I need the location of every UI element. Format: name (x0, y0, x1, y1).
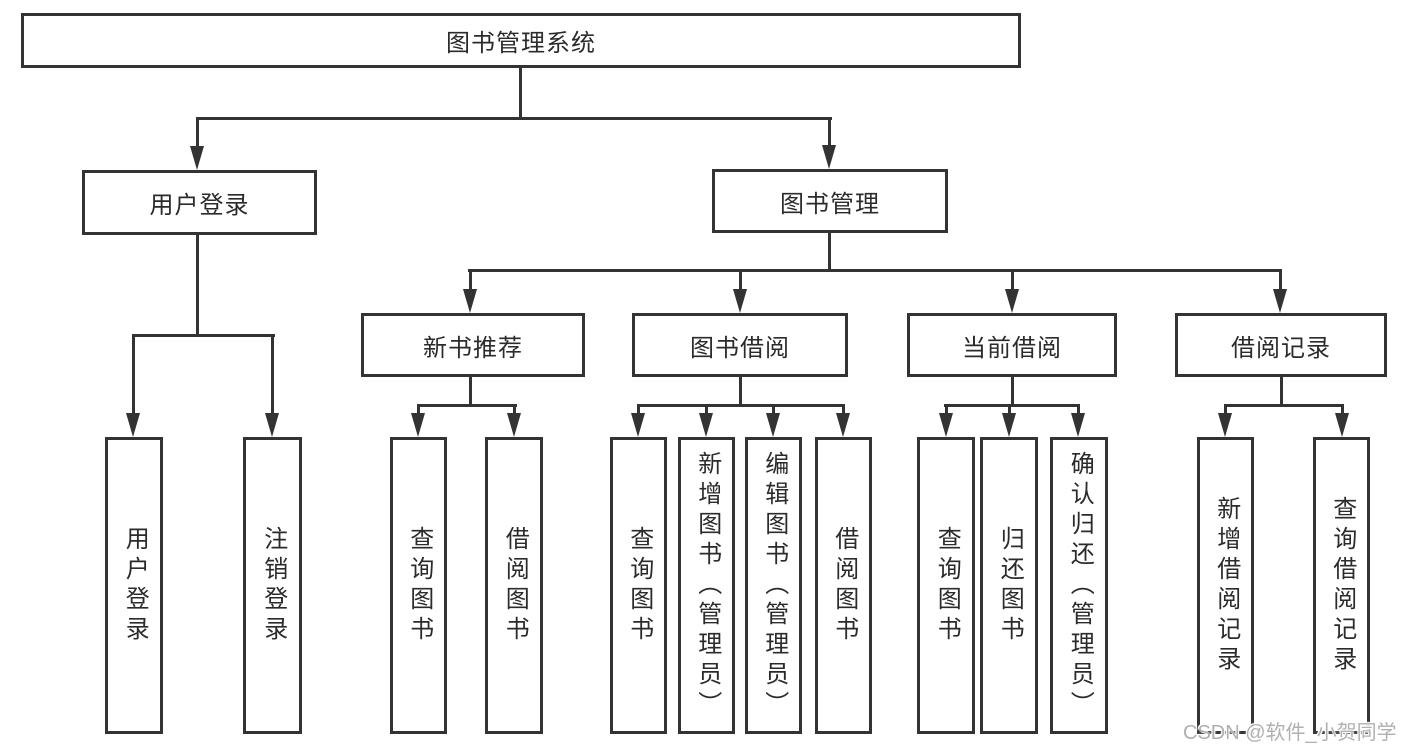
leaf-query-book: 查询图书 (917, 437, 975, 734)
arrow-down-icon (265, 413, 279, 437)
connector-to-leaf (1077, 404, 1080, 417)
connector-user-login-stem (196, 235, 199, 336)
arrow-down-icon (1002, 413, 1016, 437)
arrow-down-icon (822, 145, 836, 169)
node-book-management-label: 图书管理 (780, 190, 880, 218)
connector-to-section (469, 269, 472, 292)
connector-to-book-management (828, 117, 831, 149)
node-current-borrow-label: 当前借阅 (962, 334, 1062, 362)
arrow-down-icon (411, 413, 425, 437)
leaf-label: 查询图书 (933, 525, 961, 646)
connector-to-section (1279, 269, 1282, 292)
node-book-borrow-label: 图书借阅 (690, 334, 790, 362)
connector-to-leaf (417, 404, 420, 417)
connector-to-leaf (945, 404, 948, 417)
arrow-down-icon (1005, 289, 1019, 313)
node-user-login-label: 用户登录 (149, 192, 250, 219)
node-new-book-recommend: 新书推荐 (361, 313, 585, 377)
connector-to-leaf (1008, 404, 1011, 417)
connector-to-leaf (513, 404, 516, 417)
connector-to-leaf (1341, 404, 1344, 417)
arrow-down-icon (733, 289, 747, 313)
leaf-confirm-return-admin: 确认归还（管理员） (1050, 437, 1108, 734)
leaf-logout: 注销登录 (243, 437, 302, 734)
node-borrow-records: 借阅记录 (1175, 313, 1387, 377)
arrow-down-icon (939, 413, 953, 437)
node-new-book-recommend-label: 新书推荐 (423, 334, 523, 362)
arrow-down-icon (699, 413, 713, 437)
arrow-down-icon (507, 413, 521, 437)
connector-section-rail (1224, 404, 1344, 407)
connector-to-leaf (637, 404, 640, 417)
leaf-query-book: 查询图书 (610, 437, 667, 734)
leaf-add-book-admin: 新增图书（管理员） (678, 437, 735, 734)
connector-to-leaf (772, 404, 775, 417)
arrow-down-icon (1071, 413, 1085, 437)
leaf-user-login: 用户登录 (105, 437, 163, 734)
node-root-label: 图书管理系统 (446, 30, 596, 57)
arrow-down-icon (631, 413, 645, 437)
connector-book-management-stem (828, 233, 831, 271)
connector-to-leaf (842, 404, 845, 417)
connector-section-stem (1280, 377, 1283, 406)
leaf-label: 新增借阅记录 (1212, 495, 1240, 676)
connector-to-section (739, 269, 742, 292)
arrow-down-icon (836, 413, 850, 437)
arrow-down-icon (1335, 413, 1349, 437)
leaf-label: 新增图书（管理员） (693, 450, 721, 721)
leaf-label: 编辑图书（管理员） (760, 450, 788, 721)
watermark: CSDN @软件_小贺同学 (1183, 722, 1397, 744)
leaf-borrow-book: 借阅图书 (815, 437, 872, 734)
node-book-management: 图书管理 (712, 169, 948, 233)
connector-section-rail (417, 404, 517, 407)
arrow-down-icon (1218, 413, 1232, 437)
arrow-down-icon (126, 413, 140, 437)
connector-level1-rail (196, 117, 832, 120)
connector-to-section (1011, 269, 1014, 292)
connector-user-login-rail (132, 334, 275, 337)
arrow-down-icon (766, 413, 780, 437)
node-user-login: 用户登录 (82, 170, 317, 235)
arrow-down-icon (190, 146, 204, 170)
connector-to-leaf (271, 334, 274, 416)
connector-section-stem (469, 377, 472, 406)
connector-root-stem (519, 66, 522, 120)
connector-section-stem (739, 377, 742, 406)
leaf-label: 查询借阅记录 (1328, 495, 1356, 676)
node-current-borrow: 当前借阅 (907, 313, 1117, 377)
connector-section-rail (944, 404, 1080, 407)
leaf-borrow-book: 借阅图书 (485, 437, 543, 734)
leaf-add-borrow-record: 新增借阅记录 (1197, 437, 1254, 734)
connector-to-leaf (705, 404, 708, 417)
leaf-label: 查询图书 (405, 525, 433, 646)
connector-section-rail (637, 404, 845, 407)
leaf-label: 借阅图书 (830, 525, 858, 646)
leaf-label: 注销登录 (259, 525, 287, 646)
node-book-borrow: 图书借阅 (632, 313, 848, 377)
connector-level3-rail (468, 269, 1282, 272)
leaf-edit-book-admin: 编辑图书（管理员） (745, 437, 802, 734)
connector-to-leaf (132, 334, 135, 416)
connector-section-stem (1011, 377, 1014, 406)
leaf-label: 归还图书 (996, 525, 1024, 646)
arrow-down-icon (463, 289, 477, 313)
arrow-down-icon (1273, 289, 1287, 313)
node-borrow-records-label: 借阅记录 (1231, 334, 1331, 362)
leaf-label: 借阅图书 (501, 525, 529, 646)
leaf-query-borrow-record: 查询借阅记录 (1313, 437, 1370, 734)
leaf-label: 用户登录 (121, 525, 149, 646)
node-root: 图书管理系统 (21, 13, 1021, 68)
connector-to-user-login (196, 117, 199, 149)
leaf-query-book: 查询图书 (390, 437, 447, 734)
leaf-return-book: 归还图书 (980, 437, 1038, 734)
leaf-label: 查询图书 (625, 525, 653, 646)
leaf-label: 确认归还（管理员） (1066, 450, 1094, 721)
connector-to-leaf (1224, 404, 1227, 417)
